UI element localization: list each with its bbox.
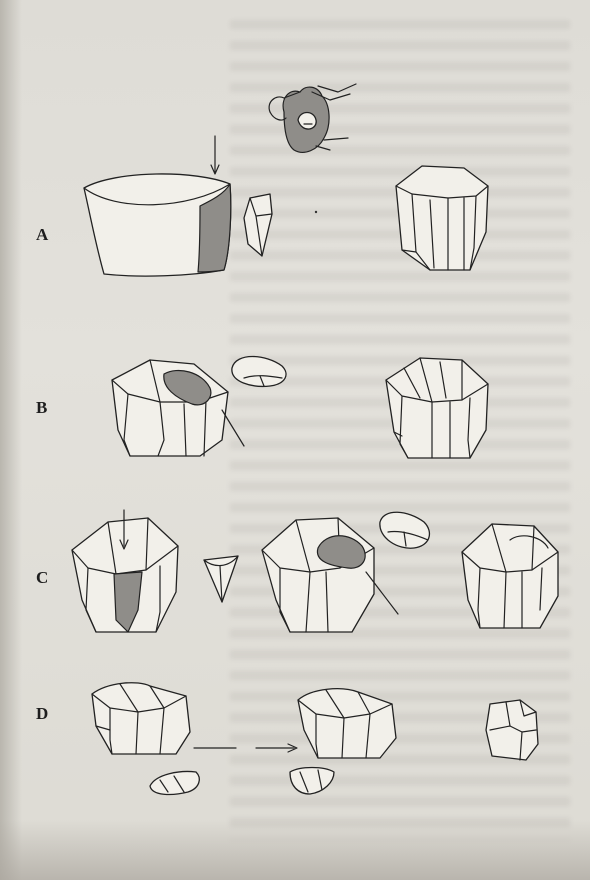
exhausted-core-d [486, 700, 538, 760]
core-c3-after [462, 524, 558, 628]
core-b-after [386, 358, 488, 458]
striking-arrow-a [211, 136, 219, 174]
blade-flake-a [244, 194, 272, 256]
hand-holding-core [269, 84, 356, 213]
core-a-before [84, 174, 231, 276]
flake-d1 [150, 772, 199, 795]
core-a-after [396, 166, 488, 270]
core-d1 [92, 683, 190, 754]
crested-flake-b [232, 357, 286, 387]
flake-d2 [290, 768, 334, 795]
crested-flake-c [380, 512, 430, 548]
sequence-arrow-2 [256, 744, 297, 752]
triangular-flake-c [204, 556, 238, 602]
core-d2 [298, 689, 396, 758]
core-c2-with-scar [262, 518, 398, 632]
core-c1-with-scar [72, 510, 178, 632]
core-b-with-scar [112, 360, 244, 456]
